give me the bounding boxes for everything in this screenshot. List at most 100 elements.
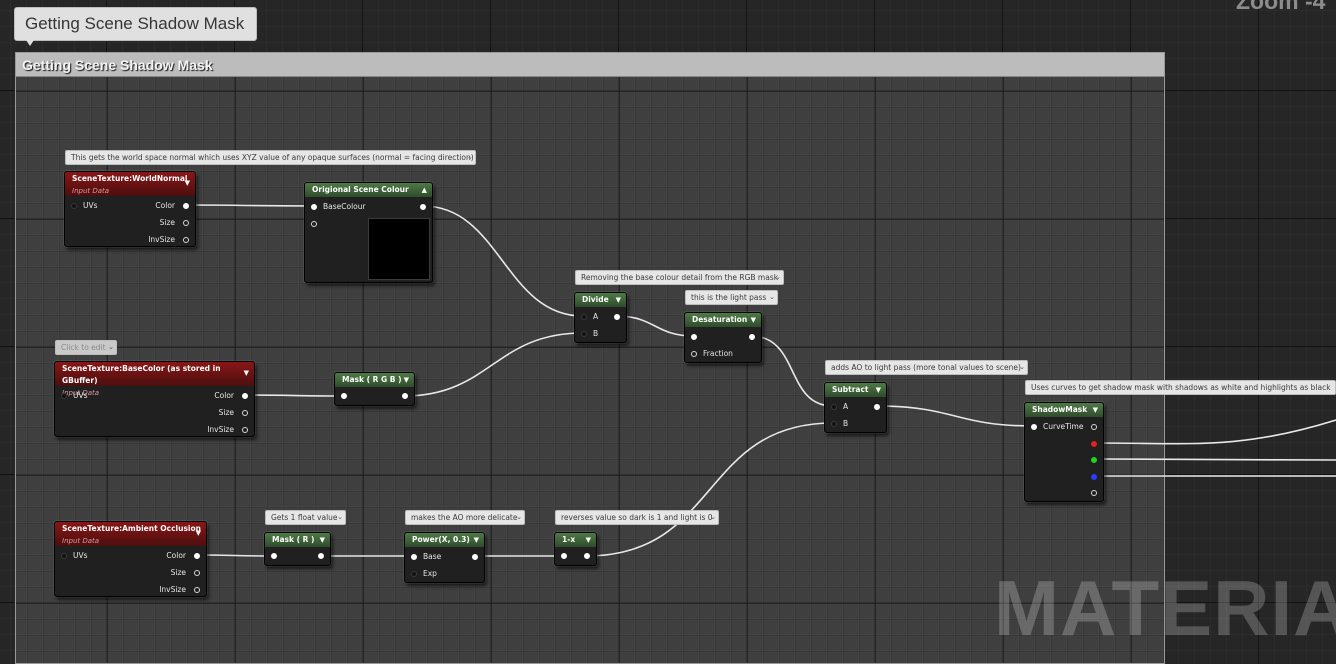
input-pin-base[interactable]: Base (411, 551, 441, 563)
pin-circle-icon[interactable] (183, 220, 189, 226)
comment-world-normal[interactable]: This gets the world space normal which u… (65, 150, 476, 165)
node-header[interactable]: SceneTexture:WorldNormal Input Data ▼ (65, 172, 195, 196)
input-pin-uvs[interactable]: UVs (61, 550, 88, 562)
collapse-chevron-icon[interactable]: ▲ (421, 186, 427, 194)
node-mask-r[interactable]: Mask ( R ) ▼ (264, 532, 331, 566)
input-pin-a[interactable]: A (831, 401, 848, 413)
node-header[interactable]: Power(X, 0.3) ▼ (405, 533, 484, 547)
output-pin-red[interactable] (1089, 438, 1097, 450)
pin-circle-icon[interactable] (749, 334, 755, 340)
pin-icon[interactable]: ⌄ (710, 513, 716, 521)
collapse-chevron-icon[interactable]: ▼ (473, 536, 479, 544)
pin-circle-icon[interactable] (183, 203, 189, 209)
output-pin[interactable] (747, 331, 755, 343)
node-subtract[interactable]: Subtract ▼ A B (824, 382, 887, 433)
pin-icon[interactable]: ⌄ (775, 273, 781, 281)
output-pin-invsize[interactable]: InvSize (207, 424, 248, 436)
comment-ao-light[interactable]: adds AO to light pass (more tonal values… (825, 360, 1028, 375)
output-pin-blue[interactable] (1089, 471, 1097, 483)
pin-circle-icon[interactable] (183, 237, 189, 243)
pin-circle-icon[interactable] (1031, 424, 1037, 430)
collapse-chevron-icon[interactable]: ▼ (615, 296, 621, 304)
node-scene-texture-ambient-occlusion[interactable]: SceneTexture:Ambient Occlusion Input Dat… (54, 521, 207, 597)
collapse-chevron-icon[interactable]: ▼ (750, 316, 756, 324)
comment-mask-r[interactable]: Gets 1 float value⌄ (265, 510, 346, 525)
input-pin-b[interactable]: B (831, 418, 848, 430)
input-pin-b[interactable]: B (581, 328, 598, 340)
pin-circle-icon[interactable] (411, 554, 417, 560)
pin-circle-icon[interactable] (61, 393, 67, 399)
pin-circle-icon[interactable] (1091, 441, 1097, 447)
pin-circle-icon[interactable] (318, 553, 324, 559)
pin-icon[interactable]: ⌄ (467, 153, 473, 161)
node-header[interactable]: Subtract ▼ (825, 383, 886, 397)
pin-circle-icon[interactable] (71, 203, 77, 209)
input-pin[interactable] (691, 331, 699, 343)
pin-circle-icon[interactable] (561, 553, 567, 559)
input-pin-a[interactable]: A (581, 311, 598, 323)
pin-circle-icon[interactable] (874, 404, 880, 410)
input-pin-uvs[interactable]: UVs (71, 200, 98, 212)
output-pin[interactable] (872, 401, 880, 413)
comment-divide[interactable]: Removing the base colour detail from the… (575, 270, 784, 285)
pin-circle-icon[interactable] (831, 421, 837, 427)
node-header[interactable]: Mask ( R ) ▼ (265, 533, 330, 547)
pin-circle-icon[interactable] (411, 571, 417, 577)
node-header[interactable]: Desaturation ▼ (685, 313, 761, 327)
comment-light-pass[interactable]: this is the light pass⌄ (685, 290, 778, 305)
output-pin[interactable] (470, 551, 478, 563)
pin-circle-icon[interactable] (472, 554, 478, 560)
pin-circle-icon[interactable] (271, 553, 277, 559)
node-header[interactable]: ShadowMask ▼ (1025, 403, 1103, 417)
pin-circle-icon[interactable] (242, 410, 248, 416)
collapse-chevron-icon[interactable]: ▼ (243, 369, 249, 377)
pin-circle-icon[interactable] (581, 314, 587, 320)
input-pin-fraction[interactable]: Fraction (691, 348, 733, 360)
node-divide[interactable]: Divide ▼ A B (574, 292, 627, 343)
output-pin-invsize[interactable]: InvSize (159, 584, 200, 596)
output-pin-color[interactable]: Color (214, 390, 248, 402)
pin-icon[interactable]: ⌄ (516, 513, 522, 521)
node-shadowmask[interactable]: ShadowMask ▼ CurveTime (1024, 402, 1104, 502)
pin-circle-icon[interactable] (614, 314, 620, 320)
pin-circle-icon[interactable] (242, 427, 248, 433)
output-pin[interactable] (1089, 421, 1097, 433)
pin-circle-icon[interactable] (831, 404, 837, 410)
pin-circle-icon[interactable] (1091, 424, 1097, 430)
node-scene-texture-world-normal[interactable]: SceneTexture:WorldNormal Input Data ▼ UV… (64, 171, 196, 247)
node-desaturation[interactable]: Desaturation ▼ Fraction (684, 312, 762, 363)
output-pin[interactable] (418, 201, 426, 213)
output-pin[interactable] (612, 311, 620, 323)
collapse-chevron-icon[interactable]: ▼ (875, 386, 881, 394)
output-pin-color[interactable]: Color (166, 550, 200, 562)
pin-icon[interactable]: ⌄ (1019, 363, 1025, 371)
node-header[interactable]: 1-x ▼ (555, 533, 596, 547)
pin-icon[interactable]: ⌄ (337, 513, 343, 521)
collapse-chevron-icon[interactable]: ▼ (585, 536, 591, 544)
input-pin-extra[interactable] (311, 218, 319, 230)
node-origional-scene-colour[interactable]: Origional Scene Colour ▲ BaseColour (304, 182, 433, 283)
pin-circle-icon[interactable] (311, 204, 317, 210)
output-pin-alpha[interactable] (1089, 487, 1097, 499)
pin-circle-icon[interactable] (1091, 474, 1097, 480)
output-pin-size[interactable]: Size (219, 407, 248, 419)
collapse-chevron-icon[interactable]: ▼ (1092, 406, 1098, 414)
node-header[interactable]: Mask ( R G B ) ▼ (335, 373, 414, 387)
node-scene-texture-base-color[interactable]: SceneTexture:BaseColor (as stored in GBu… (54, 361, 255, 437)
pin-circle-icon[interactable] (420, 204, 426, 210)
output-pin[interactable] (582, 550, 590, 562)
node-header[interactable]: Divide ▼ (575, 293, 626, 307)
output-pin-size[interactable]: Size (171, 567, 200, 579)
output-pin-size[interactable]: Size (160, 217, 189, 229)
pin-circle-icon[interactable] (1091, 490, 1097, 496)
input-pin[interactable] (341, 390, 349, 402)
output-pin-invsize[interactable]: InvSize (148, 234, 189, 246)
comment-title-bubble[interactable]: Getting Scene Shadow Mask (14, 7, 257, 41)
pin-circle-icon[interactable] (61, 553, 67, 559)
collapse-chevron-icon[interactable]: ▼ (403, 376, 409, 384)
node-header[interactable]: SceneTexture:BaseColor (as stored in GBu… (55, 362, 254, 397)
input-pin-uvs[interactable]: UVs (61, 390, 88, 402)
comment-shadowmask[interactable]: Uses curves to get shadow mask with shad… (1025, 380, 1336, 395)
output-pin-green[interactable] (1089, 454, 1097, 466)
collapse-chevron-icon[interactable]: ▼ (195, 529, 201, 537)
